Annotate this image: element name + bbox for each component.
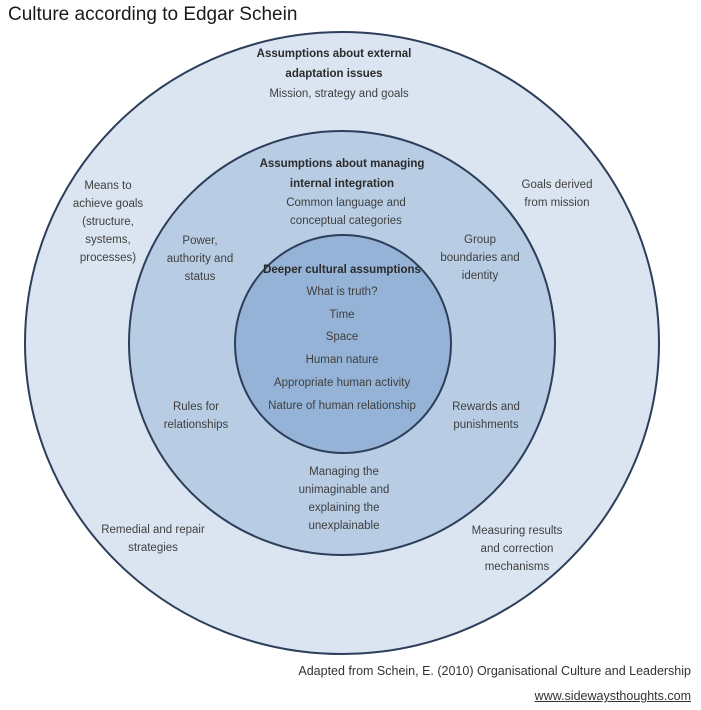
inner-item: Space xyxy=(325,331,359,343)
inner-item: Time xyxy=(329,309,355,321)
inner-item: Human nature xyxy=(305,354,379,366)
middle-item-power: Power, authority and status xyxy=(166,235,234,283)
middle-item-common-language: Common language and conceptual categorie… xyxy=(286,197,406,227)
page-title: Culture according to Edgar Schein xyxy=(8,4,298,25)
outer-item-measuring: Measuring results and correction mechani… xyxy=(471,525,563,573)
inner-item: What is truth? xyxy=(306,286,378,298)
middle-item-unimaginable: Managing the unimaginable and explaining… xyxy=(298,466,390,532)
source-citation: Adapted from Schein, E. (2010) Organisat… xyxy=(298,664,691,678)
inner-item: Appropriate human activity xyxy=(273,377,411,389)
outer-item-means: Means to achieve goals (structure, syste… xyxy=(72,180,144,264)
website-link[interactable]: www.sidewaysthoughts.com xyxy=(534,689,691,703)
outer-ring-heading: Assumptions about external adaptation is… xyxy=(256,48,412,80)
middle-item-group-boundaries: Group boundaries and identity xyxy=(440,234,520,282)
outer-item-remedial: Remedial and repair strategies xyxy=(101,524,205,554)
outer-item-mission: Mission, strategy and goals xyxy=(269,88,409,100)
inner-circle-deeper-assumptions xyxy=(234,234,452,454)
outer-item-goals-derived: Goals derived from mission xyxy=(521,179,593,209)
middle-item-rewards: Rewards and punishments xyxy=(452,401,520,431)
inner-circle-heading: Deeper cultural assumptions xyxy=(263,264,421,276)
inner-item: Nature of human relationship xyxy=(268,400,416,412)
middle-item-rules: Rules for relationships xyxy=(163,401,229,431)
middle-ring-heading: Assumptions about managing internal inte… xyxy=(259,158,425,190)
